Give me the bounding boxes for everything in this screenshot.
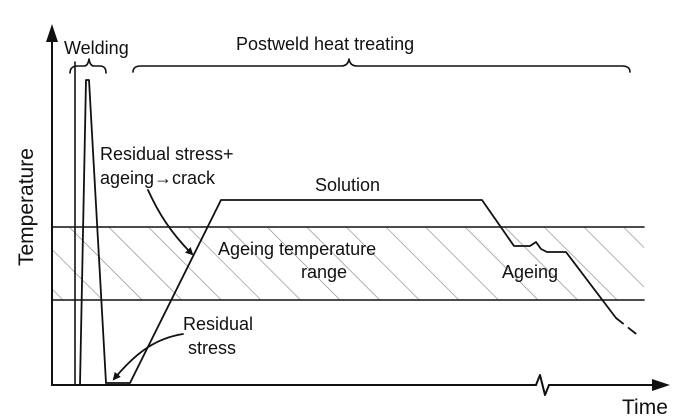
crack-label-line1: Residual stress+ (100, 144, 234, 164)
y-axis-label: Temperature (15, 148, 38, 266)
residual-stress-label-line1: Residual (183, 314, 253, 334)
solution-label: Solution (315, 175, 380, 195)
ageing-label: Ageing (502, 262, 558, 282)
heat-treatment-curve (105, 199, 617, 384)
crack-annotation-arrow (147, 189, 194, 256)
y-axis-arrowhead (46, 24, 58, 42)
welding-thermal-curve (79, 79, 107, 386)
postweld-brace (132, 58, 631, 73)
welding-brace (69, 58, 107, 74)
residual-stress-label-line2: stress (188, 338, 236, 358)
crack-label-line2: ageing→crack (100, 168, 216, 188)
ageing-range-label-line2: range (301, 262, 347, 282)
ageing-range-label-line1: Ageing temperature (218, 239, 376, 259)
residual-stress-annotation-arrow (112, 333, 184, 381)
x-axis-label: Time (622, 396, 668, 419)
x-axis-arrowhead (652, 379, 670, 391)
postweld-label: Postweld heat treating (236, 34, 414, 54)
ageing-range-band (52, 227, 644, 300)
cooling-dashed-tail (615, 317, 641, 338)
x-axis-break (535, 374, 550, 396)
welding-label: Welding (64, 38, 129, 58)
